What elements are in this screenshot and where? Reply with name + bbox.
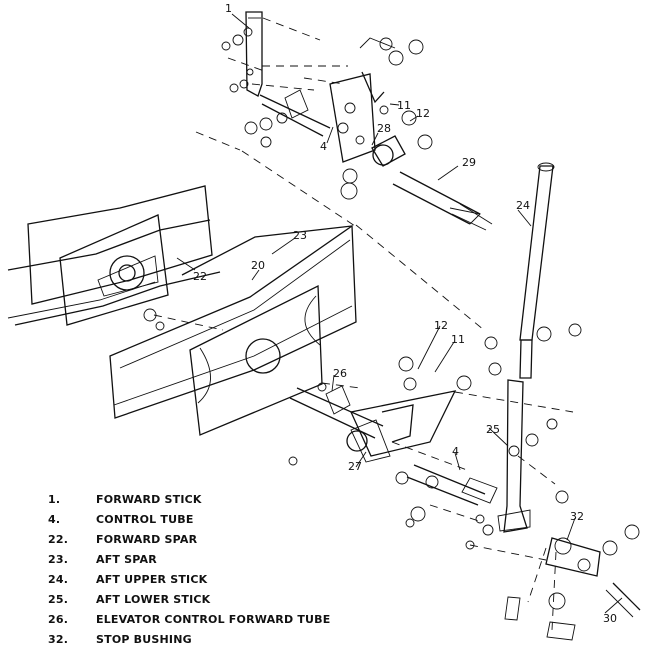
callout-11-mid: 11: [451, 333, 465, 346]
legend-row: 22. FORWARD SPAR: [48, 530, 348, 550]
legend-number: 32.: [48, 633, 69, 646]
legend-part-name: AFT UPPER STICK: [96, 573, 208, 586]
callout-12-top: 12: [416, 107, 430, 120]
legend-row: 24. AFT UPPER STICK: [48, 570, 348, 590]
legend-part-name: ELEVATOR CONTROL FORWARD TUBE: [96, 613, 331, 626]
callout-labels: 1 4 11 12 28 29 24 23 20 22 12 11 26 25 …: [193, 2, 617, 625]
callout-23: 23: [293, 229, 307, 242]
callout-12-mid: 12: [434, 319, 448, 332]
callout-24: 24: [516, 199, 530, 212]
forward-stick-part: [243, 11, 263, 97]
tube-29-part: [392, 171, 493, 231]
parts-legend: 1. FORWARD STICK 4. CONTROL TUBE 22. FOR…: [48, 490, 348, 650]
legend-part-name: CONTROL TUBE: [96, 513, 194, 526]
legend-row: 1. FORWARD STICK: [48, 490, 348, 510]
callout-30: 30: [603, 612, 617, 625]
legend-number: 24.: [48, 573, 69, 586]
callout-27: 27: [348, 460, 362, 473]
top-control-tube-part: [259, 89, 331, 137]
forward-spar-part: [7, 185, 221, 326]
elevator-tube-part: [289, 385, 384, 439]
leader-lines: [176, 13, 623, 614]
callout-28: 28: [377, 122, 391, 135]
callout-4-top: 4: [320, 140, 327, 153]
legend-number: 22.: [48, 533, 69, 546]
aft-lower-stick-part: [497, 379, 531, 533]
legend-number: 1.: [48, 493, 61, 506]
aft-upper-stick-part: [519, 162, 555, 379]
legend-part-name: AFT LOWER STICK: [96, 593, 211, 606]
legend-number: 4.: [48, 513, 61, 526]
legend-row: 23. AFT SPAR: [48, 550, 348, 570]
legend-number: 26.: [48, 613, 69, 626]
hardware-lower-group: [143, 308, 582, 550]
callout-22: 22: [193, 270, 207, 283]
top-bracket-part: [329, 71, 406, 167]
callout-11-top: 11: [397, 99, 411, 112]
legend-row: 26. ELEVATOR CONTROL FORWARD TUBE: [48, 610, 348, 630]
aft-spar-part: [109, 224, 357, 436]
callout-32: 32: [570, 510, 584, 523]
callout-26: 26: [333, 367, 347, 380]
legend-part-name: AFT SPAR: [96, 553, 157, 566]
control-tube-lower-part: [406, 464, 498, 506]
legend-number: 23.: [48, 553, 69, 566]
legend-number: 25.: [48, 593, 69, 606]
callout-20: 20: [251, 259, 265, 272]
legend-part-name: FORWARD STICK: [96, 493, 202, 506]
legend-part-name: STOP BUSHING: [96, 633, 192, 646]
legend-row: 4. CONTROL TUBE: [48, 510, 348, 530]
top-hardware-group: [221, 34, 433, 200]
stop-bushing-assembly: [504, 524, 641, 641]
callout-4-lower: 4: [452, 445, 459, 458]
callout-1-top: 1: [225, 2, 232, 15]
lower-bracket-part: [346, 390, 457, 463]
legend-row: 25. AFT LOWER STICK: [48, 590, 348, 610]
legend-row: 32. STOP BUSHING: [48, 630, 348, 650]
legend-part-name: FORWARD SPAR: [96, 533, 198, 546]
callout-29: 29: [462, 156, 476, 169]
callout-25: 25: [486, 423, 500, 436]
assembly-dashed-lines: [153, 17, 574, 631]
